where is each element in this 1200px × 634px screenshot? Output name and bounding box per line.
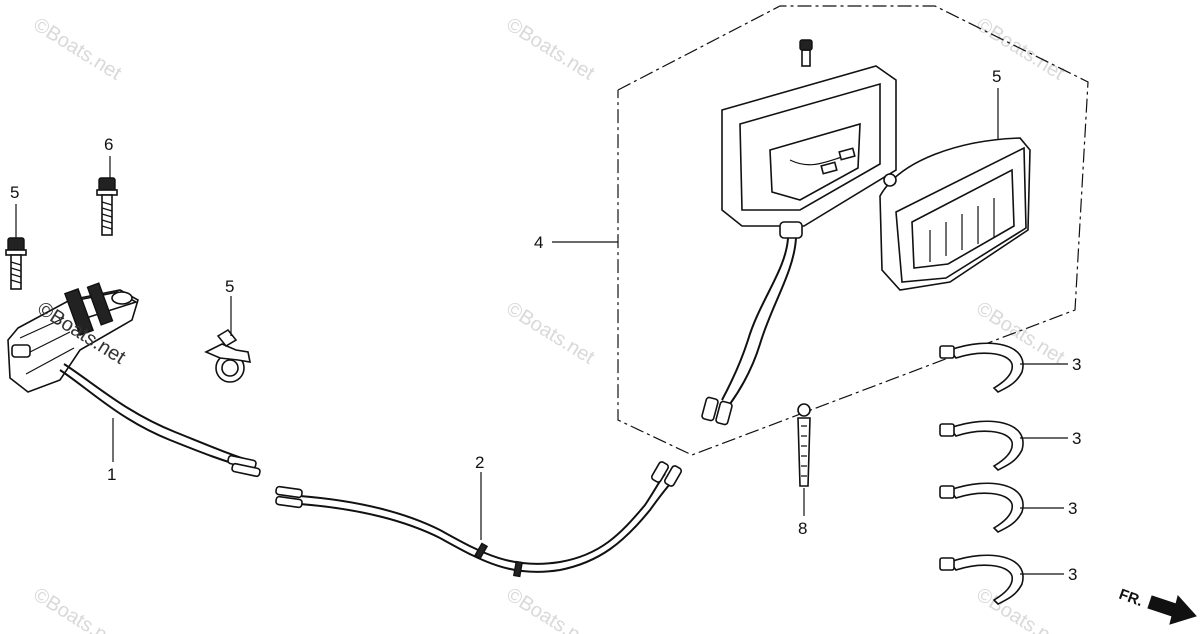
callout-2: 2 [475, 453, 484, 472]
callout-3: 3 [1068, 565, 1077, 584]
callout-7: 5 [10, 183, 19, 202]
watermark: ©Boats.net [502, 14, 598, 85]
bolt-part-7a [5, 237, 27, 290]
band-clips-part-3 [939, 342, 1024, 605]
callout-7: 6 [104, 135, 113, 154]
callout-1: 1 [107, 465, 116, 484]
harness-part-2 [275, 461, 683, 578]
assembly-boundary [617, 5, 1089, 456]
band-clip [939, 342, 1024, 393]
callouts: 5 6 5 1 2 4 5 8 3 3 3 3 [10, 67, 1081, 584]
watermarks: ©Boats.net ©Boats.net ©Boats.net ©Boats.… [29, 14, 1068, 634]
watermark: ©Boats.net [972, 14, 1068, 85]
headlight-housing-part-4 [701, 39, 897, 426]
watermark: ©Boats.net [972, 584, 1068, 634]
band-clip [939, 554, 1024, 605]
callout-3: 3 [1072, 355, 1081, 374]
front-direction-indicator: FR. [1117, 586, 1197, 625]
watermark: ©Boats.net [29, 584, 125, 634]
callout-5: 5 [992, 67, 1001, 86]
arrow-right-icon [1147, 594, 1197, 625]
band-clip [939, 482, 1024, 533]
tie-strap-part-8 [797, 403, 811, 487]
bolt-part-7b [96, 177, 118, 236]
band-clip [939, 420, 1024, 471]
lamp-unit-part-5 [879, 137, 1031, 291]
front-label: FR. [1117, 586, 1146, 610]
clamp-part-6 [204, 328, 252, 383]
callout-3: 3 [1072, 429, 1081, 448]
leader-lines [15, 88, 1068, 575]
callout-6: 5 [225, 277, 234, 296]
watermark: ©Boats.net [29, 14, 125, 85]
watermark: ©Boats.net [502, 298, 598, 369]
callout-4: 4 [534, 233, 543, 252]
relay-unit-part-1 [7, 282, 261, 478]
watermark: ©Boats.net [502, 584, 598, 634]
callout-8: 8 [798, 519, 807, 538]
callout-3: 3 [1068, 499, 1077, 518]
